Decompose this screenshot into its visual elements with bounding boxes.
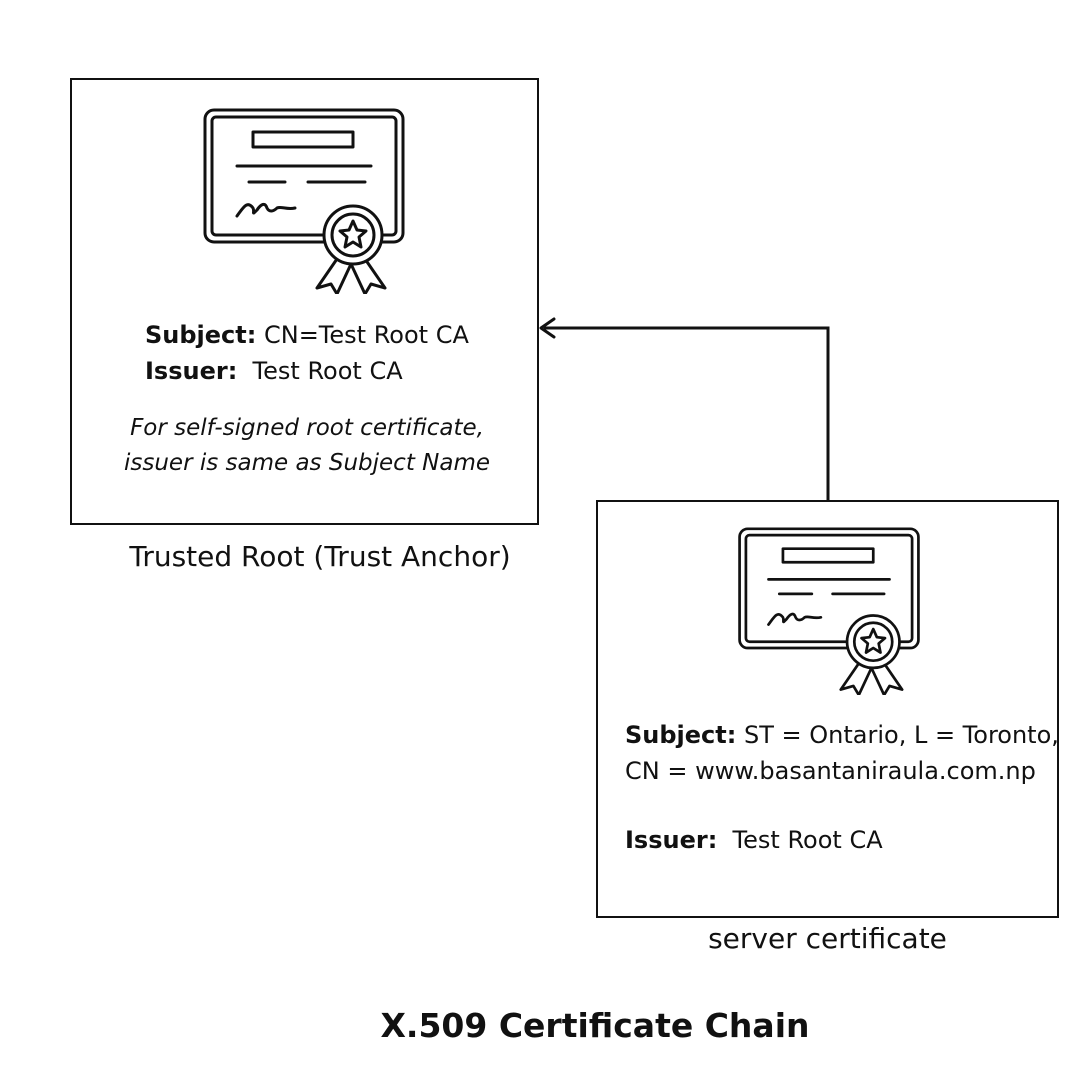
root-note-line-1: For self-signed root certificate, (130, 415, 484, 441)
issuer-value: Test Root CA (237, 357, 403, 385)
root-note-line-2: issuer is same as Subject Name (123, 450, 490, 476)
root-certificate-caption: Trusted Root (Trust Anchor) (129, 540, 511, 573)
subject-value: CN=Test Root CA (256, 321, 469, 349)
issuer-value: Test Root CA (717, 826, 883, 854)
root-subject-line: Subject: CN=Test Root CA (145, 320, 469, 350)
issuer-label: Issuer: (145, 357, 238, 385)
certificate-icon (738, 527, 920, 695)
certificate-icon (203, 108, 405, 294)
root-certificate-box: Subject: CN=Test Root CA Issuer: Test Ro… (70, 78, 539, 525)
server-certificate-caption: server certificate (708, 922, 947, 955)
root-issuer-line: Issuer: Test Root CA (145, 356, 403, 386)
arrow-line (544, 326, 830, 500)
subject-label: Subject: (145, 321, 257, 349)
subject-label: Subject: (625, 721, 737, 749)
server-certificate-box: Subject: ST = Ontario, L = Toronto, CN =… (596, 500, 1059, 918)
subject-value-line-1: ST = Ontario, L = Toronto, (736, 721, 1059, 749)
server-subject-line-2: CN = www.basantaniraula.com.np (625, 757, 1036, 785)
server-issuer-line: Issuer: Test Root CA (625, 825, 883, 855)
arrow-head (539, 317, 556, 339)
diagram-title: X.509 Certificate Chain (380, 1006, 810, 1045)
server-subject-line: Subject: ST = Ontario, L = Toronto, (625, 720, 1059, 750)
issuer-label: Issuer: (625, 826, 718, 854)
